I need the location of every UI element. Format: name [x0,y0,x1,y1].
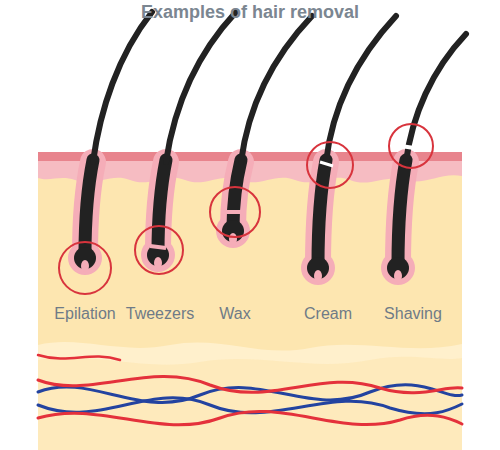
blood-vessels [38,355,462,425]
tweezer-break [150,246,166,248]
highlight-circle [307,142,353,188]
hair-shaft [93,12,152,162]
hair-root [85,160,93,255]
papilla [154,257,162,269]
hair-root [318,160,326,265]
papilla [394,270,402,282]
method-label: Epilation [54,305,115,323]
hair-shaft [241,16,312,162]
hair-root [158,160,166,252]
highlight-circle [59,242,111,294]
highlight-circles [59,124,433,294]
hair-root [233,160,241,228]
artery [38,411,462,424]
hair-roots [85,160,406,265]
highlight-circle [389,124,433,168]
papillae [81,233,402,282]
hair-shaft [166,12,236,162]
papilla [81,260,89,272]
cream-break [320,162,333,166]
method-label: Cream [304,305,352,323]
artery [38,355,120,360]
hair-shaft [326,16,396,162]
follicle-bulbs [68,214,415,285]
hair-root [398,160,406,265]
highlight-circle [135,226,183,274]
method-label: Shaving [384,305,442,323]
diagram-title: Examples of hair removal [141,2,359,23]
hair-bulbs [74,220,409,279]
artery [38,376,462,392]
wax-break [226,210,242,214]
subcutis-shade [38,357,462,450]
papilla [314,270,322,282]
highlight-circle [210,187,260,237]
shaving-cut [401,146,414,148]
hair-shaft [406,34,466,162]
method-label: Wax [219,305,250,323]
dermis [38,158,462,450]
papilla [229,233,237,245]
follicle-sheaths [85,162,406,265]
subcutis [38,342,462,450]
hair-shafts [93,12,466,162]
method-label: Tweezers [126,305,194,323]
